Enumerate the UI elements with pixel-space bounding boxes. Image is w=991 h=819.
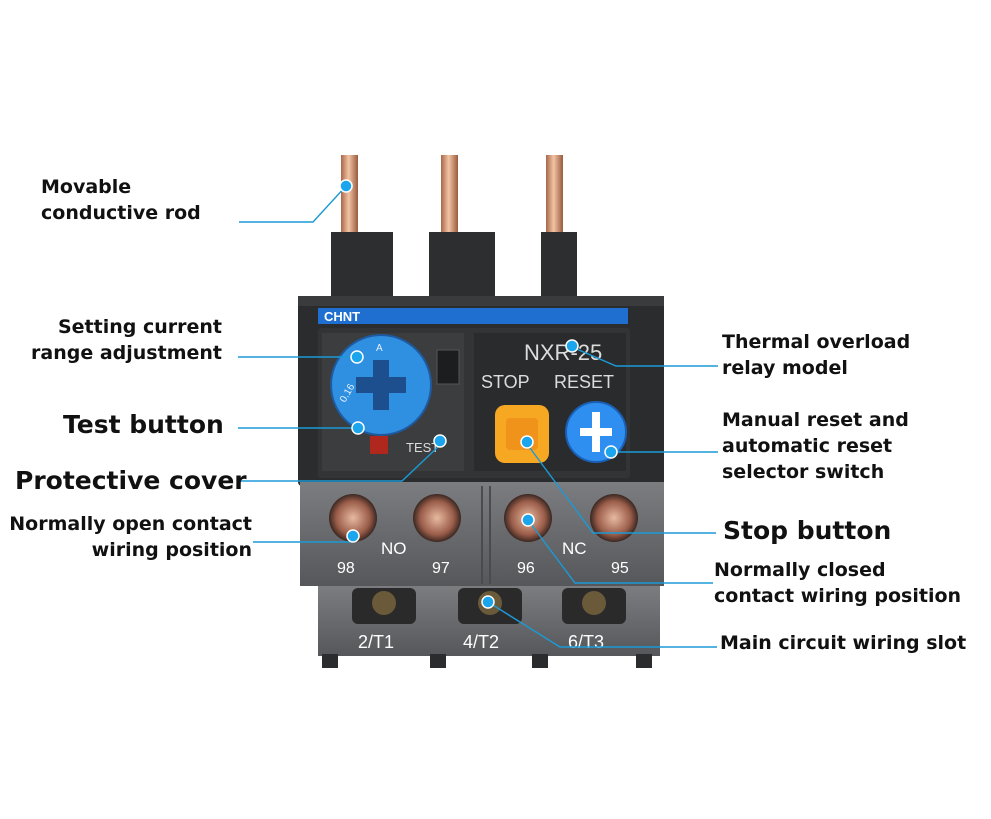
terminal-6-t3: 6/T3 <box>568 632 604 652</box>
terminal-2-t1: 2/T1 <box>358 632 394 652</box>
rod-housings <box>331 232 577 304</box>
svg-text:A: A <box>376 343 383 354</box>
model-label: NXR-25 <box>524 340 602 365</box>
conductive-rod-3 <box>546 155 563 243</box>
terminal-95: 95 <box>611 560 629 577</box>
callout-text: Normally closed <box>714 559 886 581</box>
mounting-feet <box>322 654 652 668</box>
callout-text: Stop button <box>723 516 892 545</box>
callout-text: Normally open contact <box>9 513 252 535</box>
leader-lines <box>238 185 718 648</box>
callout-dots <box>339 179 618 609</box>
callout-text: wiring position <box>91 538 252 561</box>
callout-setting-current: Setting current range adjustment <box>31 315 222 367</box>
screw-95[interactable] <box>590 494 638 542</box>
callout-text: automatic reset <box>722 434 893 457</box>
conductive-rod-2 <box>441 155 458 243</box>
nc-label: NC <box>562 539 587 558</box>
callout-text: Protective cover <box>15 466 247 495</box>
callout-text: Main circuit wiring slot <box>720 632 967 654</box>
test-button[interactable] <box>370 436 388 454</box>
aux-screws <box>329 494 638 542</box>
callout-stop-button: Stop button <box>723 516 891 546</box>
brand-logo: CHNT <box>324 309 360 324</box>
reset-label: RESET <box>554 372 614 392</box>
stop-label: STOP <box>481 372 530 392</box>
test-label: TEST <box>406 440 439 455</box>
callout-text: contact wiring position <box>714 584 962 607</box>
indicator-window <box>436 349 460 385</box>
callout-text: Manual reset and <box>722 409 909 431</box>
terminal-96: 96 <box>517 560 535 577</box>
callout-normally-closed: Normally closed contact wiring position <box>714 558 961 610</box>
callout-main-circuit: Main circuit wiring slot <box>720 631 966 657</box>
callout-text: Thermal overload <box>722 331 911 353</box>
callout-reset-selector: Manual reset and automatic reset selecto… <box>722 408 909 485</box>
conductive-rod-1 <box>341 155 358 243</box>
callout-text: Setting current <box>57 316 222 338</box>
callout-normally-open: Normally open contact wiring position <box>9 512 252 564</box>
callout-text: range adjustment <box>31 341 222 364</box>
terminal-98: 98 <box>337 560 355 577</box>
callout-test-button: Test button <box>63 410 224 440</box>
conductive-rods <box>341 155 563 243</box>
no-label: NO <box>381 539 407 558</box>
screw-97[interactable] <box>413 494 461 542</box>
callout-text: Test button <box>63 410 224 439</box>
callout-text: conductive rod <box>41 201 201 224</box>
callout-text: relay model <box>722 356 848 379</box>
screw-98[interactable] <box>329 494 377 542</box>
callout-text: selector switch <box>722 460 885 483</box>
terminal-97: 97 <box>432 560 450 577</box>
callout-protective-cover: Protective cover <box>15 466 247 496</box>
callout-relay-model: Thermal overload relay model <box>722 330 910 382</box>
current-setting-dial[interactable]: A 0.16 <box>330 334 432 436</box>
brand-stripe <box>318 308 628 324</box>
main-wiring-slots <box>352 588 626 624</box>
callout-text: Movable <box>41 176 132 198</box>
terminal-4-t2: 4/T2 <box>463 632 499 652</box>
callout-movable-rod: Movable conductive rod <box>41 175 201 227</box>
